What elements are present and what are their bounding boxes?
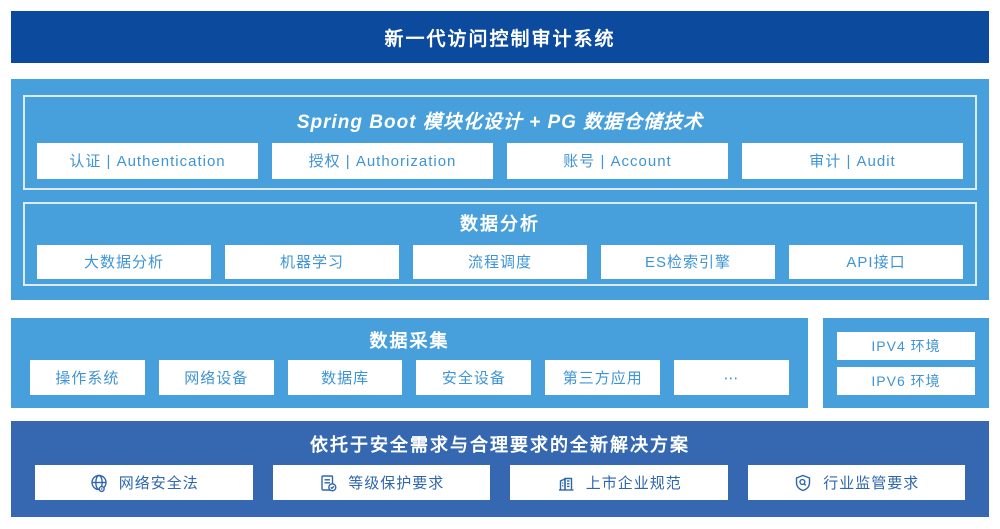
modules-section-title: Spring Boot 模块化设计 + PG 数据仓储技术 [296,111,704,133]
collection-section-title: 数据采集 [369,331,450,351]
module-item: 账号 | Account [507,142,728,179]
analysis-item-label: API接口 [846,254,906,271]
analysis-item-label: 流程调度 [467,254,532,271]
analysis-section-title: 数据分析 [460,213,540,234]
solution-items: 网络安全法 等级保护要求 上市企业规范 行业监管要求 [35,465,965,500]
analysis-item: ES检索引擎 [601,244,775,279]
environment-item: IPV6 环境 [837,366,975,395]
collection-item: ⋯ [674,360,789,395]
shield-search-icon [793,473,813,493]
module-item: 认证 | Authentication [37,142,258,179]
collection-item-label: 第三方应用 [562,370,643,387]
analysis-item: API接口 [789,244,963,279]
analysis-section: 数据分析 大数据分析 机器学习 流程调度 ES检索引擎 [23,202,977,286]
analysis-item-label: 大数据分析 [83,254,164,271]
collection-section: 数据采集 操作系统 网络设备 数据库 安全设备 第三方应用 ⋯ [11,318,808,408]
collection-item-label: 网络设备 [184,370,249,387]
module-item: 授权 | Authorization [272,142,493,179]
module-items: 认证 | Authentication 授权 | Authorization 账… [37,142,963,179]
solution-item: 网络安全法 [35,465,253,500]
solution-item-label: 等级保护要求 [348,475,445,492]
module-item: 审计 | Audit [742,142,963,179]
environments-panel: IPV4 环境 IPV6 环境 [823,318,989,408]
analysis-item: 大数据分析 [37,244,211,279]
analysis-item: 机器学习 [225,244,399,279]
modules-section: Spring Boot 模块化设计 + PG 数据仓储技术 认证 | Authe… [23,95,977,190]
platform-section: Spring Boot 模块化设计 + PG 数据仓储技术 认证 | Authe… [11,79,989,300]
module-item-label: 认证 | Authentication [69,153,226,170]
analysis-item-label: 机器学习 [279,254,344,271]
module-item-label: 授权 | Authorization [308,153,457,170]
collection-item: 操作系统 [30,360,145,395]
environment-item-label: IPV6 环境 [871,372,941,389]
collection-item-label: ⋯ [723,369,740,387]
solution-item: 上市企业规范 [510,465,728,500]
page-title: 新一代访问控制审计系统 [11,11,989,63]
solution-item-label: 行业监管要求 [823,475,920,492]
solution-item-label: 上市企业规范 [585,475,682,492]
collection-item: 安全设备 [416,360,532,395]
globe-icon [89,473,109,493]
environment-item: IPV4 环境 [837,331,975,360]
solution-section-title: 依托于安全需求与合理要求的全新解决方案 [310,435,690,455]
solution-item: 等级保护要求 [272,465,490,500]
building-icon [556,473,576,493]
analysis-item-label: ES检索引擎 [644,254,731,271]
collection-item: 数据库 [287,360,403,395]
analysis-items: 大数据分析 机器学习 流程调度 ES检索引擎 API接口 [37,244,963,279]
analysis-item: 流程调度 [413,244,587,279]
collection-item-label: 操作系统 [55,370,120,387]
collection-item: 第三方应用 [545,360,661,395]
solution-item: 行业监管要求 [747,465,965,500]
checklist-icon [318,473,338,493]
collection-item-label: 数据库 [321,370,370,387]
collection-item: 网络设备 [158,360,274,395]
collection-item-label: 安全设备 [441,370,506,387]
solution-item-label: 网络安全法 [118,475,199,492]
environment-item-label: IPV4 环境 [871,337,941,354]
collection-items: 操作系统 网络设备 数据库 安全设备 第三方应用 ⋯ [30,360,789,395]
solution-section: 依托于安全需求与合理要求的全新解决方案 网络安全法 等级保护要求 上市企业规范 … [11,421,989,517]
module-item-label: 账号 | Account [563,153,672,170]
module-item-label: 审计 | Audit [809,153,896,170]
